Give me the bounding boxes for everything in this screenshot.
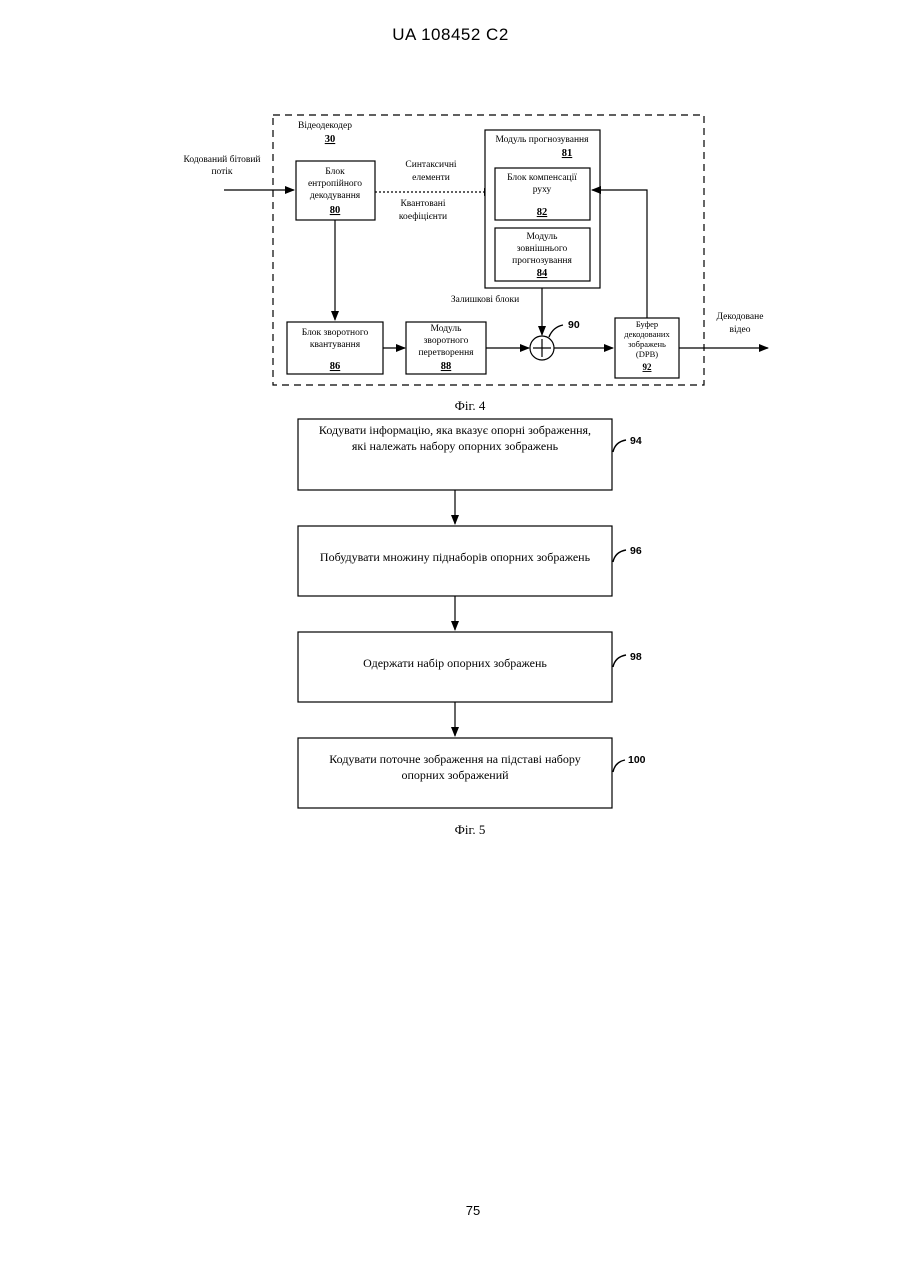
motion-label-line2: руху: [533, 185, 552, 195]
dpb-label-line4: (DPB): [636, 349, 658, 359]
step-98-leader: [613, 655, 626, 667]
step-96-leader: [613, 550, 626, 562]
entropy-label-line3: декодування: [310, 191, 361, 201]
step-94-line1: Кодувати інформацію, яка вказує опорні з…: [319, 423, 591, 437]
entropy-label-line1: Блок: [325, 167, 345, 177]
input-label-line1: Кодований бітовий: [183, 154, 260, 165]
step-94-ref: 94: [630, 435, 642, 447]
intra-label-line2: зовнішнього: [517, 244, 568, 254]
output-label-line2: відео: [730, 325, 751, 335]
iq-label-line2: квантування: [310, 340, 361, 350]
iq-number: 86: [330, 361, 341, 372]
intra-label-line3: прогнозування: [512, 256, 572, 266]
summer-ref-leader: [549, 325, 563, 337]
page-number: 75: [0, 1203, 901, 1218]
step-98-ref: 98: [630, 651, 642, 663]
dpb-label-line3: зображень: [628, 339, 666, 349]
input-label-line2: потік: [211, 167, 232, 177]
it-label-line2: зворотного: [424, 336, 469, 346]
dpb-label-line2: декодованих: [624, 329, 670, 339]
step-100-line1: Кодувати поточне зображення на підставі …: [329, 752, 580, 766]
fig5-caption: Фіг. 5: [455, 822, 486, 837]
step-100-leader: [613, 760, 625, 772]
syntax-label-line2: елементи: [412, 173, 450, 183]
decoder-label: Відеодекодер: [298, 121, 352, 131]
step-100-ref: 100: [628, 754, 646, 766]
output-label-line1: Декодоване: [717, 312, 764, 322]
syntax-label-line1: Синтаксичні: [405, 160, 457, 170]
step-98-line1: Одержати набір опорних зображень: [363, 656, 547, 670]
step-100-line2: опорних зображений: [401, 768, 509, 782]
step-96-line1: Побудувати множину піднаборів опорних зо…: [320, 550, 591, 564]
step-94-leader: [613, 440, 626, 452]
step-96-ref: 96: [630, 545, 642, 557]
it-label-line1: Модуль: [431, 324, 463, 334]
prediction-number: 81: [562, 148, 573, 159]
it-number: 88: [441, 361, 452, 372]
dpb-number: 92: [643, 362, 653, 372]
intra-label-line1: Модуль: [527, 232, 559, 242]
residual-blocks-label: Залишкові блоки: [451, 294, 519, 305]
summer-ref-number: 90: [568, 319, 580, 331]
dpb-label-line1: Буфер: [636, 319, 658, 329]
motion-label-line1: Блок компенсації: [507, 173, 577, 183]
entropy-number: 80: [330, 205, 341, 216]
motion-number: 82: [537, 207, 548, 218]
entropy-label-line2: ентропійного: [308, 178, 362, 189]
it-label-line3: перетворення: [418, 348, 474, 358]
step-94-line2: які належать набору опорних зображень: [352, 439, 559, 453]
iq-label-line1: Блок зворотного: [302, 328, 369, 338]
quant-label-line1: Квантовані: [400, 199, 445, 209]
prediction-title: Модуль прогнозування: [495, 135, 589, 145]
fig4-caption: Фіг. 4: [455, 398, 486, 413]
intra-number: 84: [537, 268, 548, 279]
decoder-number: 30: [325, 134, 336, 145]
quant-label-line2: коефіцієнти: [399, 211, 447, 222]
